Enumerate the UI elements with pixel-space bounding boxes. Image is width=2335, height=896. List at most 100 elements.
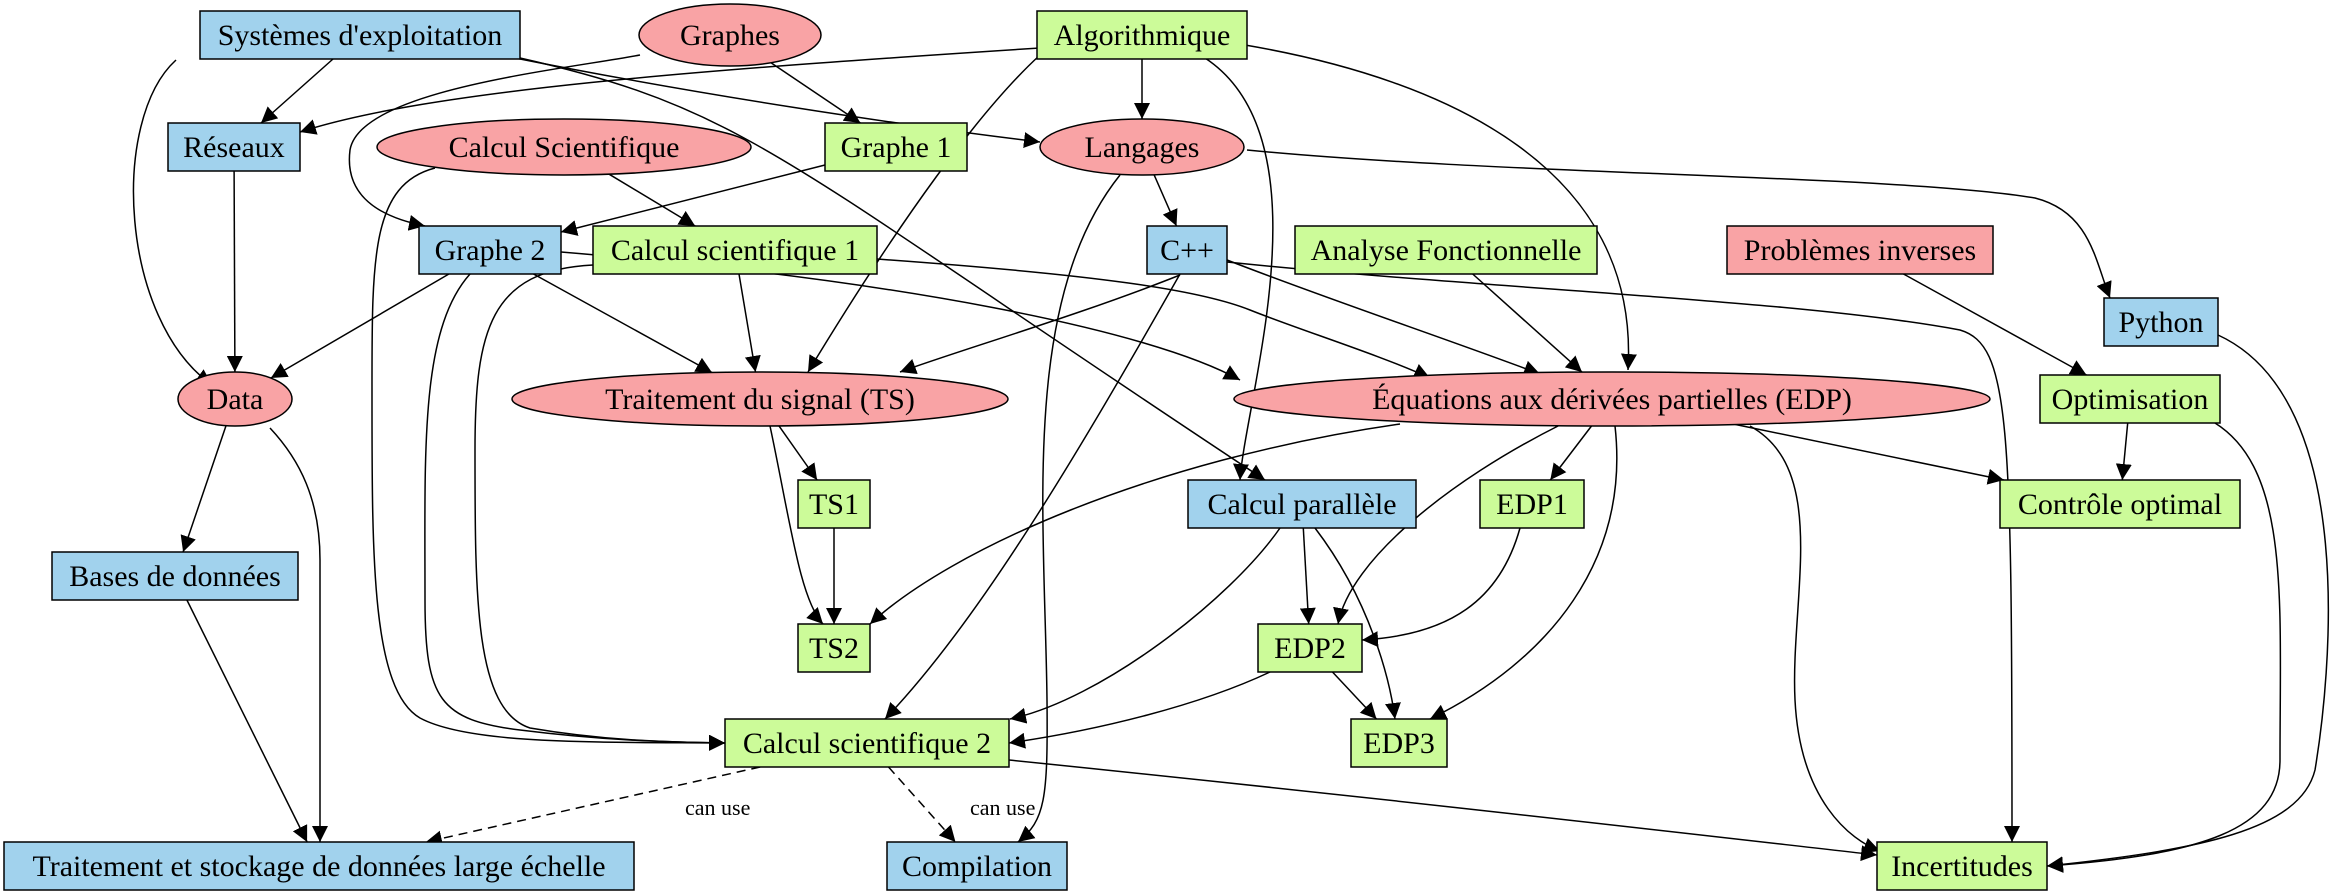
node-reseaux: Réseaux	[167, 122, 301, 172]
edge-edp2-to-cs2	[1008, 671, 1271, 749]
node-shape-graphe2	[418, 225, 562, 275]
edge-label-cs2-to-tsdle: can use	[685, 795, 750, 820]
edge-algo-to-reseaux	[299, 47, 1041, 135]
edge-graphe2-to-cs2	[424, 273, 726, 751]
node-shape-bdd	[51, 551, 299, 601]
edge-ts-to-ts2	[769, 425, 824, 625]
edge-graphe2-to-data	[270, 273, 450, 379]
node-shape-ts2	[797, 623, 871, 673]
node-label-calcsci: Calcul Scientifique	[449, 131, 680, 164]
node-edp3: EDP3	[1350, 718, 1448, 768]
node-label-python: Python	[2118, 306, 2203, 339]
node-shape-reseaux	[167, 122, 301, 172]
edge-langages-to-compil	[1017, 174, 1121, 843]
edge-optim-to-incert	[2046, 422, 2282, 873]
node-label-edp: Équations aux dérivées partielles (EDP)	[1372, 383, 1852, 416]
edge-cpar-to-cs2	[1009, 527, 1281, 724]
node-label-algo: Algorithmique	[1054, 19, 1231, 52]
node-graphe1: Graphe 1	[824, 122, 968, 172]
node-cpar: Calcul parallèle	[1187, 479, 1417, 529]
edge-data-to-tsdle	[269, 427, 328, 842]
edge-cs2-to-compil	[887, 766, 957, 843]
node-shape-graphe1	[824, 122, 968, 172]
node-shape-cs1	[592, 225, 878, 275]
edge-cpp-to-edp	[1226, 259, 1541, 376]
node-cpp: C++	[1146, 225, 1228, 275]
edge-cs1-to-ts	[738, 273, 761, 373]
node-edp2: EDP2	[1257, 623, 1363, 673]
edge-edp-to-ts2	[869, 423, 1401, 625]
node-shape-graphes	[638, 3, 822, 67]
edge-optim-to-copt	[2115, 422, 2132, 481]
node-tsdle: Traitement et stockage de données large …	[3, 841, 635, 891]
node-label-edp3: EDP3	[1363, 727, 1435, 760]
node-ts: Traitement du signal (TS)	[511, 371, 1009, 427]
edge-edp-to-edp3	[1429, 425, 1618, 720]
edge-af-to-edp	[1472, 273, 1583, 373]
node-pi: Problèmes inverses	[1726, 225, 1994, 275]
edge-cs1-to-edp	[876, 258, 1431, 379]
edge-cpp-to-ts	[899, 274, 1181, 375]
node-label-edp1: EDP1	[1496, 488, 1568, 521]
edge-edp-to-copt	[1735, 423, 2005, 485]
node-shape-langages	[1039, 118, 1245, 176]
edge-algo-to-edp	[1244, 44, 1637, 371]
node-shape-edp	[1233, 371, 1991, 427]
node-label-graphe2: Graphe 2	[435, 234, 546, 267]
node-shape-copt	[1999, 479, 2241, 529]
edge-se-to-langages	[514, 57, 1041, 149]
node-ts2: TS2	[797, 623, 871, 673]
node-label-se: Systèmes d'exploitation	[218, 19, 503, 52]
node-label-ts2: TS2	[809, 632, 859, 665]
node-label-incert: Incertitudes	[1891, 850, 2033, 883]
node-shape-tsdle	[3, 841, 635, 891]
node-shape-cpp	[1146, 225, 1228, 275]
node-label-edp2: EDP2	[1274, 632, 1346, 665]
node-label-ts1: TS1	[809, 488, 859, 521]
edge-reseaux-to-data	[226, 170, 243, 373]
node-ts1: TS1	[797, 479, 871, 529]
node-se: Systèmes d'exploitation	[199, 10, 521, 60]
node-shape-python	[2103, 297, 2219, 347]
edge-cs1-to-cs2	[474, 264, 726, 751]
node-label-copt: Contrôle optimal	[2018, 488, 2222, 521]
edge-data-to-bdd	[180, 425, 227, 553]
edge-graphe1-to-graphe2	[560, 164, 826, 236]
node-edp1: EDP1	[1479, 479, 1585, 529]
node-label-compil: Compilation	[902, 850, 1052, 883]
node-cs2: Calcul scientifique 2	[724, 718, 1010, 768]
edge-langages-to-cpp	[1153, 174, 1178, 227]
node-algo: Algorithmique	[1036, 10, 1248, 60]
node-shape-edp2	[1257, 623, 1363, 673]
edge-edp1-to-edp2	[1361, 527, 1521, 648]
node-compil: Compilation	[886, 841, 1068, 891]
node-shape-optim	[2039, 374, 2221, 424]
edge-cpp-to-cs2	[884, 273, 1181, 720]
edge-algo-to-cpar	[1204, 57, 1274, 481]
node-copt: Contrôle optimal	[1999, 479, 2241, 529]
node-shape-algo	[1036, 10, 1248, 60]
node-shape-se	[199, 10, 521, 60]
node-shape-pi	[1726, 225, 1994, 275]
node-shape-ts1	[797, 479, 871, 529]
node-label-optim: Optimisation	[2052, 383, 2209, 416]
node-shape-compil	[886, 841, 1068, 891]
node-graphes: Graphes	[638, 3, 822, 67]
node-label-langages: Langages	[1085, 131, 1200, 164]
node-label-reseaux: Réseaux	[183, 131, 285, 164]
node-data: Data	[177, 371, 293, 427]
node-cs1: Calcul scientifique 1	[592, 225, 878, 275]
node-calcsci: Calcul Scientifique	[376, 118, 752, 176]
edge-algo-to-ts	[807, 54, 1041, 373]
edge-se-to-data	[132, 59, 213, 386]
edge-langages-to-python	[1246, 149, 2112, 299]
node-edp: Équations aux dérivées partielles (EDP)	[1233, 371, 1991, 427]
node-label-graphes: Graphes	[680, 19, 780, 52]
edge-cs2-to-incert	[1008, 759, 1878, 862]
node-label-graphe1: Graphe 1	[841, 131, 952, 164]
edge-cpar-to-edp2	[1299, 527, 1316, 625]
edge-se-to-reseaux	[260, 58, 334, 124]
node-label-bdd: Bases de données	[69, 560, 281, 593]
node-shape-cs2	[724, 718, 1010, 768]
node-af: Analyse Fonctionnelle	[1294, 225, 1598, 275]
